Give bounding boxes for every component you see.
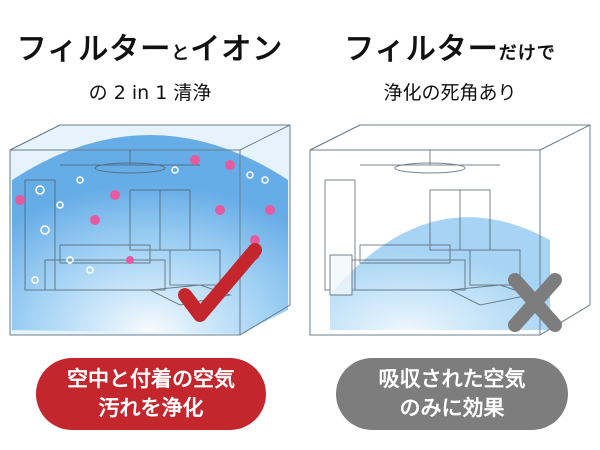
- right-title-dakede: だけで: [498, 43, 556, 64]
- right-panel: フィルターだけで 浄化の死角あり: [300, 0, 600, 450]
- left-title-ion: イオン: [190, 32, 284, 67]
- right-title: フィルターだけで: [300, 24, 600, 68]
- right-result-line2: のみに効果: [399, 396, 505, 420]
- left-room-illustration: [9, 124, 291, 336]
- left-result-line1: 空中と付着の空気: [67, 367, 235, 391]
- right-purifier: [329, 254, 353, 296]
- left-check-mark: [178, 243, 262, 322]
- right-subtitle: 浄化の死角あり: [383, 82, 517, 104]
- left-title: フィルターとイオン: [0, 24, 300, 68]
- right-result-line1: 吸収された空気: [378, 367, 526, 391]
- right-title-dash: ー: [467, 32, 499, 67]
- right-room-illustration: [309, 124, 591, 336]
- right-result-badge: 吸収された空気 のみに効果: [336, 358, 568, 430]
- left-title-dash: ー: [140, 32, 172, 67]
- left-result-line2: 汚れを浄化: [98, 396, 204, 420]
- right-furniture-sketch: [324, 150, 532, 306]
- left-title-to: と: [171, 43, 191, 64]
- left-title-filter: フィルタ: [16, 32, 141, 67]
- left-panel: フィルターとイオン の 2 in 1 清浄: [0, 24, 300, 430]
- left-result-badge: 空中と付着の空気 汚れを浄化: [36, 358, 266, 430]
- left-furniture-sketch: [24, 150, 232, 306]
- right-x-mark: [508, 273, 562, 332]
- right-title-filter: フィルタ: [344, 32, 468, 67]
- left-subtitle: の 2 in 1 清浄: [88, 82, 212, 104]
